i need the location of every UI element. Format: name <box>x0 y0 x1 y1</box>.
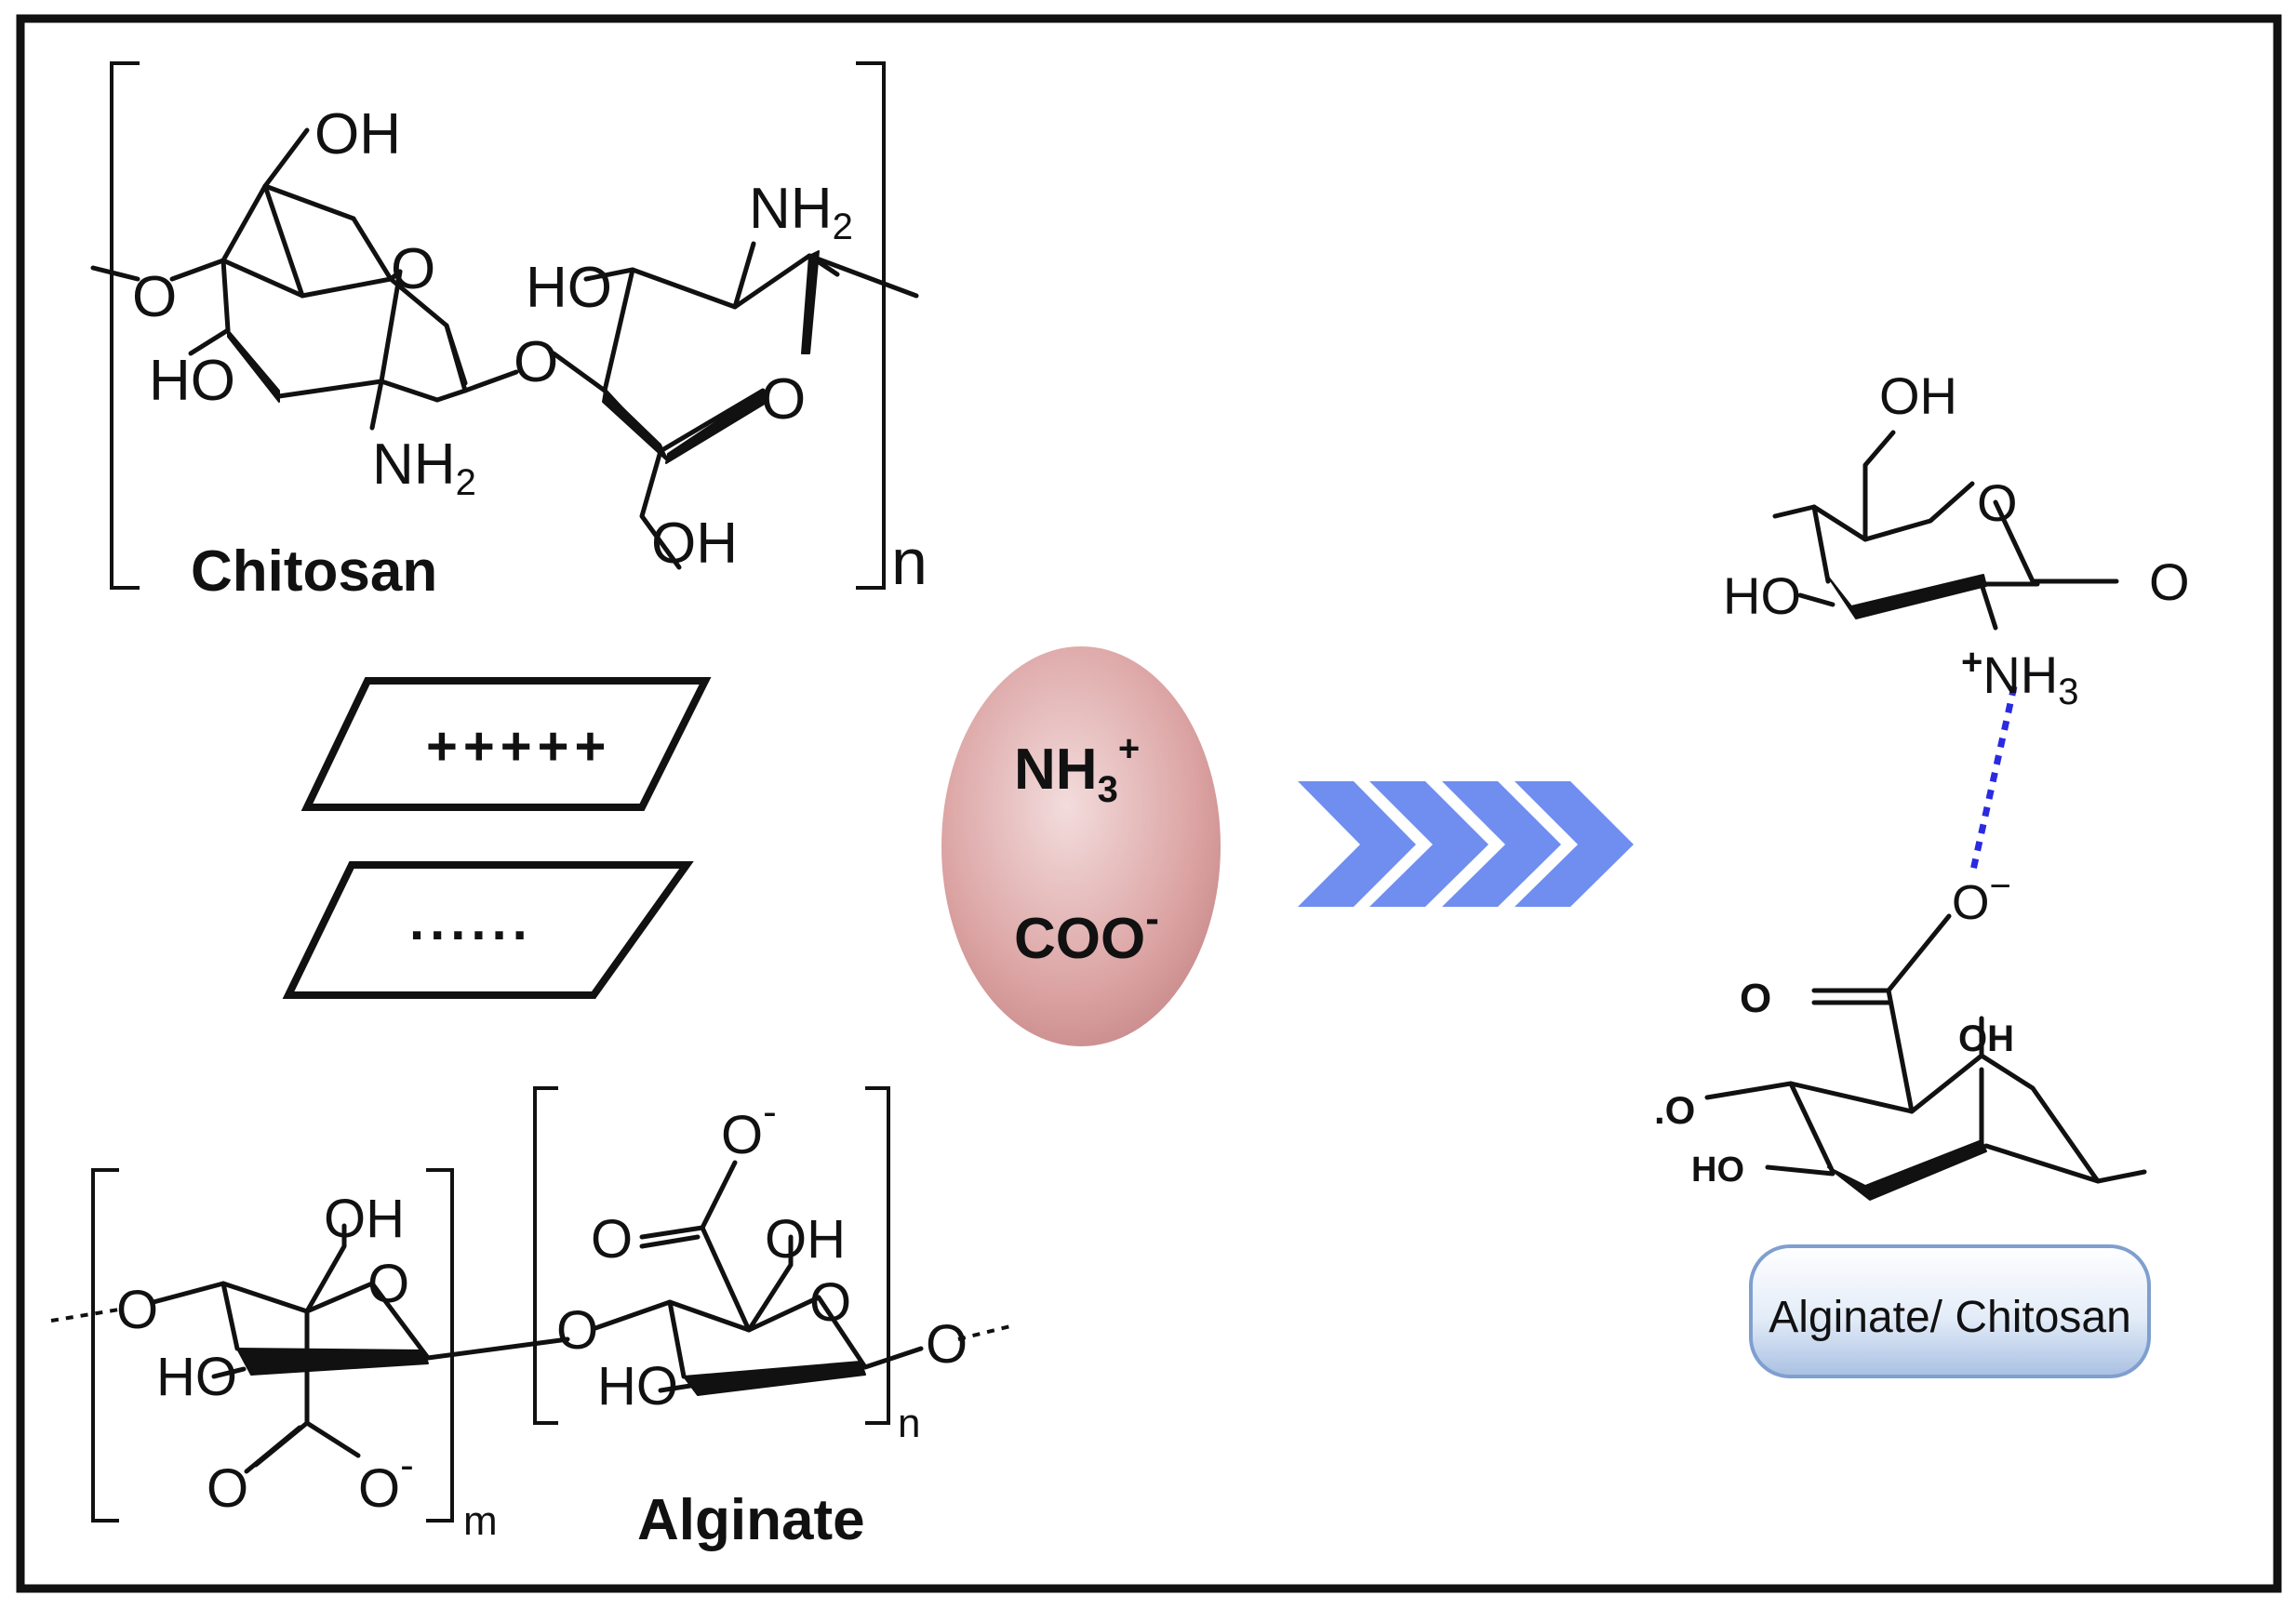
chitosan-structure <box>90 61 919 590</box>
badge-label: Alginate/ Chitosan <box>1769 1293 2131 1342</box>
hydrogen-bond <box>1969 685 2018 875</box>
figure-border <box>16 14 2282 1593</box>
reaction-arrows <box>1298 781 1634 907</box>
chitosan-ring-o-right: O <box>761 367 806 432</box>
alginate-structure <box>50 1086 1015 1523</box>
chitosan-nh-top: NH2 <box>749 177 853 247</box>
complex-carbonyl-o: O <box>1740 976 1771 1021</box>
complex-structure <box>1704 430 2147 1201</box>
alginate-repeat-m: m <box>463 1498 498 1544</box>
complex-oh-alg: OH <box>1958 1018 2014 1059</box>
alginate-chitosan-badge: Alginate/ Chitosan <box>1749 1244 2151 1378</box>
chitosan-title: Chitosan <box>191 539 437 604</box>
alginate-glycosidic-o: O <box>556 1300 598 1361</box>
arrow-chevron-3 <box>1442 781 1561 907</box>
alginate-oh-1: OH <box>324 1189 405 1249</box>
positive-layer <box>300 677 712 811</box>
arrow-chevron-4 <box>1515 781 1634 907</box>
alginate-title: Alginate <box>637 1488 865 1552</box>
ion-bubble: NH3+ COO- <box>941 646 1221 1046</box>
chitosan-labels: OH O O HO NH2 O HO NH2 O OH n Chitosan <box>132 102 928 604</box>
complex-oh-top: OH <box>1879 366 1957 425</box>
chitosan-ring-o: O <box>391 237 435 301</box>
complex-labels: OH O HO O +NH3 O− O OH .O HO <box>1654 366 2190 1190</box>
negative-charges: ...... <box>409 891 533 951</box>
complex-ho-alg: HO <box>1691 1150 1744 1190</box>
alginate-carboxylate-o-1: O- <box>358 1443 414 1519</box>
chitosan-glycosidic-o: O <box>514 330 558 394</box>
alginate-ring-o-1: O <box>367 1254 409 1314</box>
chitosan-repeat-n: n <box>891 525 928 598</box>
chitosan-oh-top: OH <box>314 102 401 166</box>
complex-ho: HO <box>1723 566 1801 625</box>
alginate-carbonyl-o-1: O <box>207 1458 248 1519</box>
alginate-ho-2: HO <box>597 1356 678 1416</box>
alginate-ho-1: HO <box>156 1347 237 1407</box>
chitosan-ho-right: HO <box>526 256 612 320</box>
complex-o-left: .O <box>1654 1088 1695 1132</box>
alginate-link-o-right: O <box>926 1314 968 1375</box>
charged-layers: +++++ ...... <box>282 677 712 999</box>
arrow-chevron-2 <box>1369 781 1488 907</box>
alginate-link-o-left: O <box>116 1280 158 1340</box>
ion-cation: NH3+ <box>1014 728 1140 810</box>
alginate-ring-o-2: O <box>809 1272 851 1333</box>
alginate-oh-2: OH <box>765 1209 846 1270</box>
chitosan-ho-left: HO <box>149 349 235 413</box>
complex-ammonium: +NH3 <box>1961 642 2079 712</box>
positive-charges: +++++ <box>426 716 611 777</box>
arrow-chevron-1 <box>1298 781 1416 907</box>
chitosan-nh-bottom: NH2 <box>372 432 476 503</box>
chitosan-oh-bottom: OH <box>651 512 738 576</box>
ion-ellipse <box>941 646 1221 1046</box>
ion-anion: COO- <box>1014 896 1159 971</box>
complex-carboxylate-o: O− <box>1952 866 2011 930</box>
chitosan-link-o-left: O <box>132 265 177 329</box>
negative-layer <box>282 861 694 999</box>
complex-ring-o: O <box>1977 473 2018 532</box>
complex-o-right: O <box>2149 552 2190 611</box>
alginate-carbonyl-o-2: O <box>591 1209 633 1270</box>
alginate-labels: OH O O HO O O- m O O- O OH O HO O n Algi… <box>116 1089 968 1552</box>
alginate-repeat-n: n <box>898 1401 920 1446</box>
alginate-carboxylate-o-2: O- <box>721 1089 777 1165</box>
